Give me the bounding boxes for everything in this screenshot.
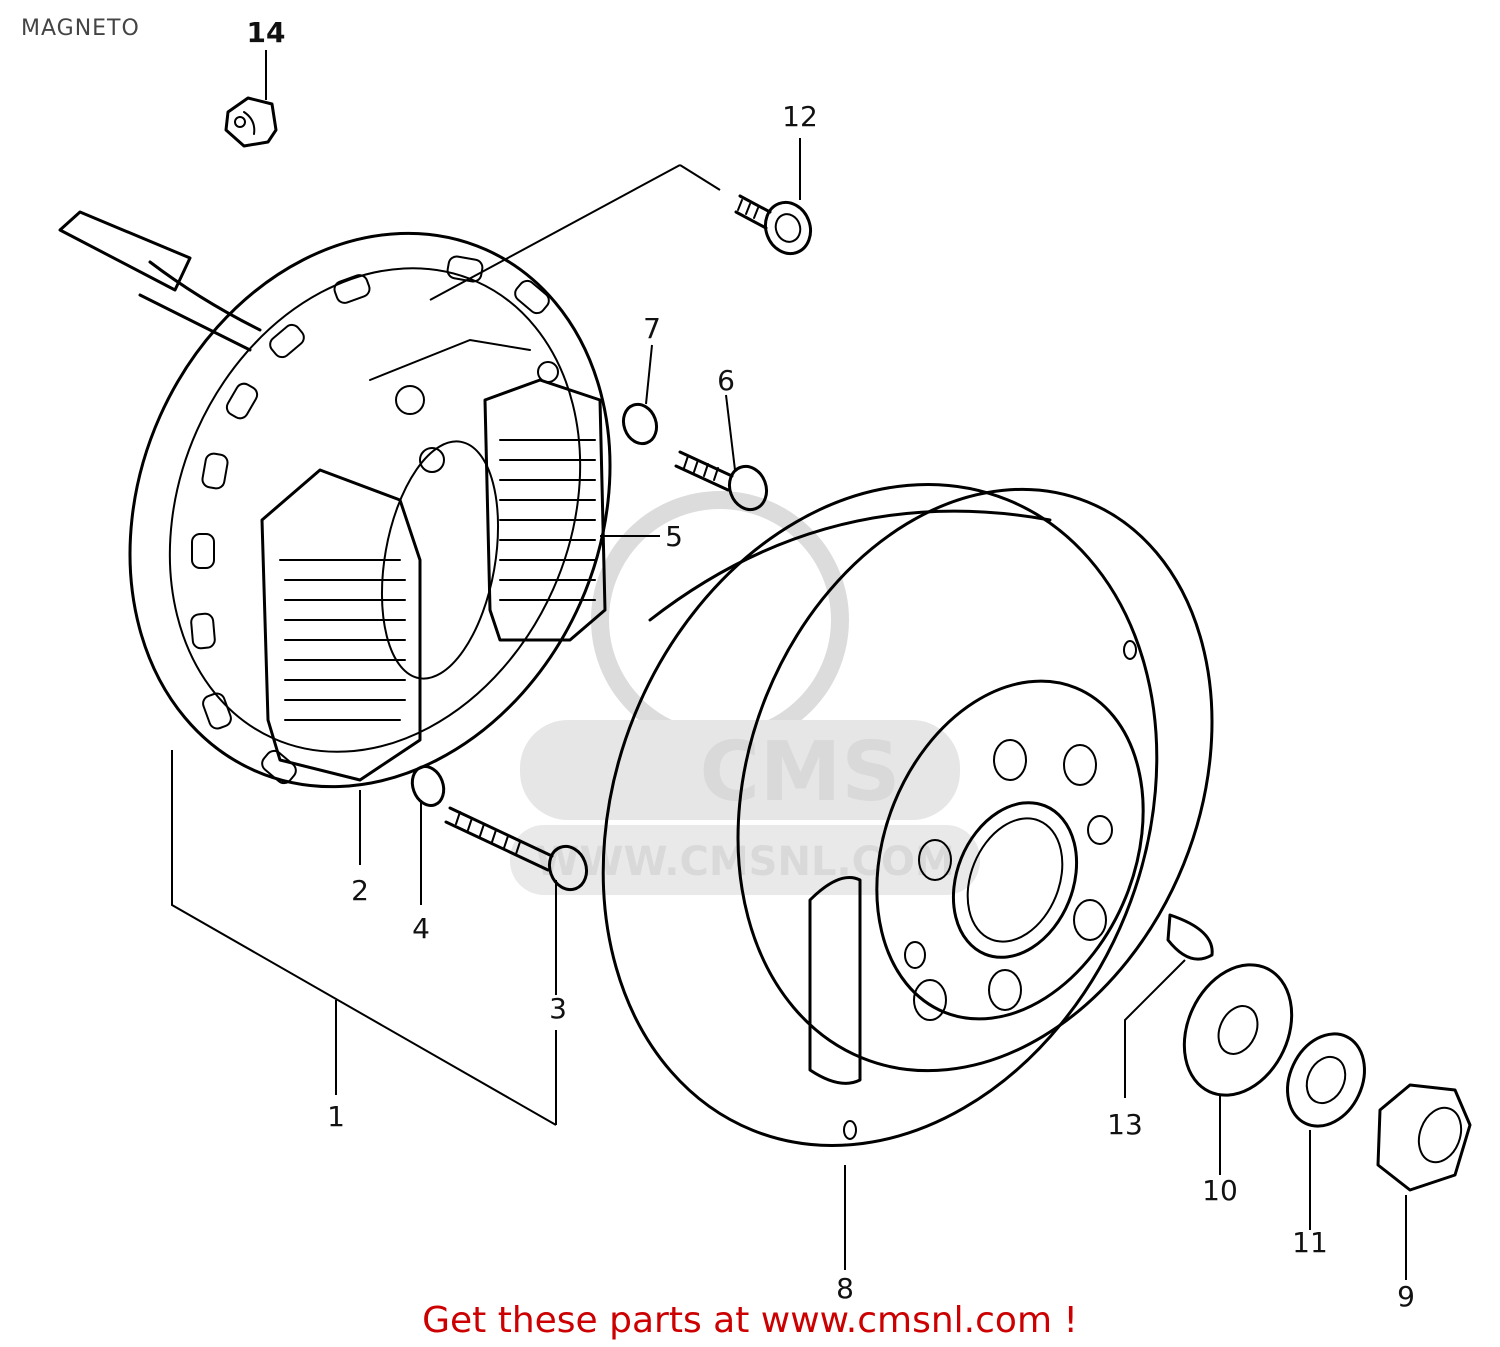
stator-coil-right-part bbox=[483, 378, 607, 642]
callout-8: 8 bbox=[836, 1272, 854, 1305]
callout-12: 12 bbox=[782, 100, 818, 133]
callout-11: 11 bbox=[1292, 1226, 1328, 1259]
callout-10: 10 bbox=[1202, 1174, 1238, 1207]
page-title: MAGNETO bbox=[21, 16, 140, 41]
spring-lock-washer-part bbox=[1286, 1032, 1366, 1128]
watermark: CMS WWW.CMSNL.COM bbox=[510, 491, 980, 895]
watermark-brand: CMS bbox=[700, 725, 901, 820]
leader-lines bbox=[171, 50, 1407, 1280]
nut-part bbox=[1376, 1083, 1472, 1192]
callout-9: 9 bbox=[1397, 1280, 1415, 1313]
callout-4: 4 bbox=[412, 912, 430, 945]
get-parts-link[interactable]: Get these parts at www.cmsnl.com ! bbox=[422, 1300, 1078, 1341]
wire-clamp-part bbox=[224, 96, 278, 148]
stator-hub bbox=[369, 338, 559, 680]
stator-coil-left-part bbox=[260, 468, 422, 782]
washer-part bbox=[1182, 963, 1294, 1097]
callout-1: 1 bbox=[327, 1100, 345, 1133]
stator-plate-part bbox=[58, 210, 612, 789]
callout-2: 2 bbox=[351, 874, 369, 907]
callout-14: 14 bbox=[247, 16, 286, 49]
woodruff-key-part bbox=[1166, 913, 1214, 961]
lock-washer-upper-part bbox=[621, 402, 659, 446]
screw-short-part bbox=[674, 450, 769, 512]
long-screw-part bbox=[444, 806, 589, 892]
rotor-flywheel-part bbox=[601, 482, 1214, 1148]
callout-6: 6 bbox=[717, 364, 735, 397]
callout-7: 7 bbox=[643, 312, 661, 345]
bolt-part bbox=[734, 194, 813, 256]
callout-5: 5 bbox=[665, 520, 683, 553]
callout-3: 3 bbox=[549, 992, 567, 1025]
lock-washer-lower-part bbox=[410, 765, 446, 807]
watermark-url: WWW.CMSNL.COM bbox=[535, 839, 955, 885]
callout-labels: 14 12 7 6 5 2 4 3 1 8 13 10 11 9 bbox=[247, 16, 1415, 1313]
callout-13: 13 bbox=[1107, 1108, 1143, 1141]
